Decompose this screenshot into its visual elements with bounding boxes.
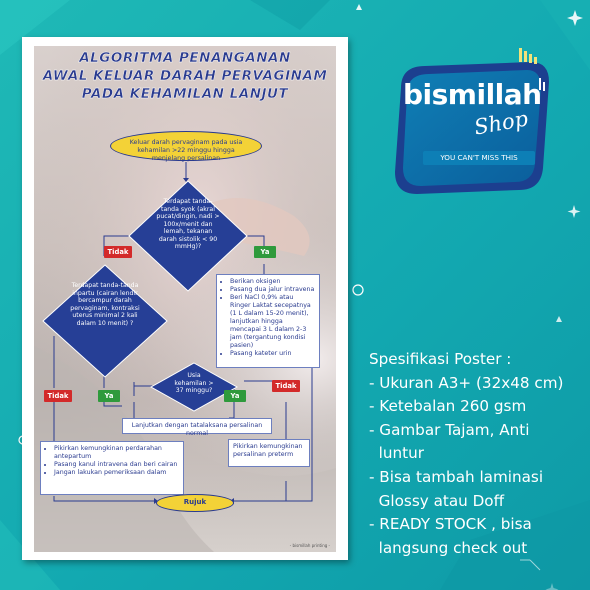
poster-title-line-1: ALGORITMA PENANGANAN [79,50,291,66]
flow-start-text: Keluar darah pervaginam pada usia kehami… [129,139,243,162]
spec-line: Glossy atau Doff [369,491,505,510]
antepartum-action-item: Jangan lakukan pemeriksaan dalam [54,469,179,477]
brand-tagline: YOU CAN'T MISS THIS [423,151,535,165]
brand-logo: bismillah Shop YOU CAN'T MISS THIS [381,48,554,203]
preterm-text: Pikirkan kemungkinan persalinan preterm [233,443,303,458]
labor-question-text: Terdapat tanda-tanda inpartu (cairan len… [70,282,140,327]
spec-line: - Ketebalan 260 gsm [369,397,527,416]
spec-line: - Bisa tambah laminasi [369,467,544,486]
shock-actions-box: Berikan oksigen Pasang dua jalur intrave… [216,274,320,368]
poster-title-line-2: AWAL KELUAR DARAH PERVAGINAM [42,68,328,84]
shock-action-item: Beri NaCl 0,9% atau Ringer Laktat secepa… [230,294,315,350]
age-decision-diamond [150,362,238,412]
spec-line: - READY STOCK , bisa [369,515,532,534]
normal-labor-text: Lanjutkan dengan tatalaksana persalinan … [131,422,263,437]
age-yes-label: Ya [224,390,246,402]
spec-line: - Gambar Tajam, Anti [369,420,530,439]
poster-artwork: ALGORITMA PENANGANAN AWAL KELUAR DARAH P… [34,46,336,552]
antepartum-actions-box: Pikirkan kemungkinan perdarahan antepart… [40,441,184,495]
age-no-label: Tidak [272,380,300,392]
shock-decision-diamond [128,180,248,292]
shock-no-label: Tidak [104,246,132,258]
preterm-box: Pikirkan kemungkinan persalinan preterm [228,439,310,467]
refer-text: Rujuk [183,498,207,506]
spec-line: langsung check out [369,538,528,557]
poster: ALGORITMA PENANGANAN AWAL KELUAR DARAH P… [22,37,348,560]
age-question-text: Usia kehamilan > 37 minggu? [174,372,214,394]
flow-start-oval: Keluar darah pervaginam pada usia kehami… [110,131,262,162]
spec-line: luntur [369,444,424,463]
spec-line: - Ukuran A3+ (32x48 cm) [369,373,564,392]
labor-decision-diamond [42,264,168,378]
poster-title-line-3: PADA KEHAMILAN LANJUT [81,86,289,102]
shock-yes-label: Ya [254,246,276,258]
normal-labor-box: Lanjutkan dengan tatalaksana persalinan … [122,418,272,437]
specs-heading: Spesifikasi Poster : [369,350,512,368]
refer-oval: Rujuk [156,494,234,512]
shock-action-item: Berikan oksigen [230,278,315,286]
antepartum-action-item: Pasang kanul intravena dan beri cairan [54,461,179,469]
poster-footer-credit: - bismillah printing - [289,543,330,548]
poster-specifications: Spesifikasi Poster : - Ukuran A3+ (32x48… [369,348,584,560]
brand-name: bismillah [403,78,542,111]
shock-question-text: Terdapat tanda-tanda syok (akral pucat/d… [156,198,220,250]
labor-no-label: Tidak [44,390,72,402]
shock-action-item: Pasang dua jalur intravena [230,286,315,294]
shock-action-item: Pasang kateter urin [230,350,315,358]
labor-yes-label: Ya [98,390,120,402]
antepartum-action-item: Pikirkan kemungkinan perdarahan antepart… [54,445,179,461]
